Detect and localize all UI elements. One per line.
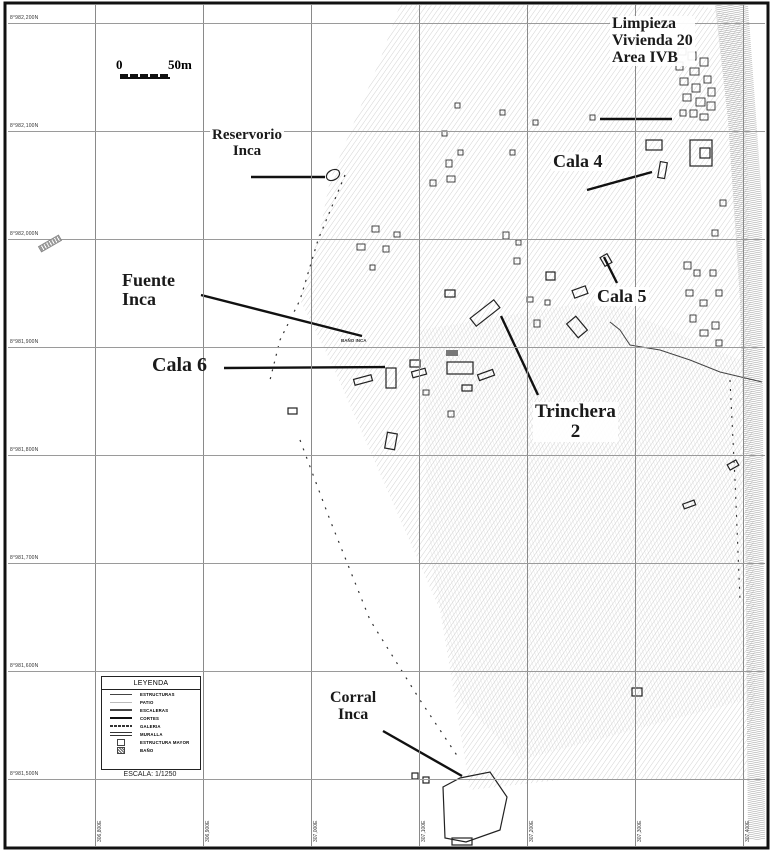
grid-line-northing — [8, 23, 765, 24]
scale-start: 0 — [116, 57, 123, 72]
northing-label: 8°982,000N — [10, 231, 39, 237]
easting-label: 307,300E — [637, 820, 643, 842]
grid-line-easting — [527, 5, 528, 846]
scale-text: ESCALA: 1/1250 — [123, 771, 177, 778]
grid-line-easting — [419, 5, 420, 846]
box-symbol-icon — [102, 738, 140, 746]
easting-label: 307,100E — [421, 820, 427, 842]
easting-label: 307,000E — [313, 820, 319, 842]
double-line-symbol-icon — [102, 732, 140, 736]
callout-line: Fuente — [122, 270, 175, 290]
grid-line-easting — [743, 5, 744, 846]
grid-line-northing — [8, 455, 765, 456]
grid-line-northing — [8, 131, 765, 132]
easting-label: 307,400E — [745, 820, 751, 842]
legend-item: ESTRUCTURA MAYOR — [102, 738, 200, 746]
callout-cala-6: Cala 6 — [152, 354, 207, 376]
line-symbol-icon — [102, 717, 140, 719]
legend-label: ESCALERAS — [140, 707, 169, 713]
northing-label: 8°981,800N — [10, 447, 39, 453]
easting-label: 307,200E — [529, 820, 535, 842]
line-symbol-icon — [102, 709, 140, 711]
easting-label: 306,900E — [205, 820, 211, 842]
legend-item: ESCALERAS — [102, 706, 200, 714]
grid-line-northing — [8, 671, 765, 672]
legend-label: PATIO — [140, 699, 154, 705]
callout-line: Limpieza — [612, 15, 676, 32]
hatch-box-symbol-icon — [102, 746, 140, 754]
bano-inca-label: BAÑO INCA — [341, 338, 367, 343]
grid-line-easting — [635, 5, 636, 846]
callout-line: 2 — [570, 420, 581, 442]
legend-item: BAÑO — [102, 746, 200, 754]
easting-label: 306,800E — [97, 820, 103, 842]
grid-line-northing — [8, 347, 765, 348]
grid-line-easting — [311, 5, 312, 846]
callout-trinchera-2: Trinchera 2 — [533, 402, 618, 442]
legend-box: LEYENDA ESTRUCTURAS PATIO ESCALERAS CORT… — [101, 676, 201, 770]
northing-label: 8°981,500N — [10, 771, 39, 777]
callout-line: Inca — [337, 705, 369, 723]
legend-item: MURALLA — [102, 730, 200, 738]
grid-line-easting — [95, 5, 96, 846]
legend-item: CORTES — [102, 714, 200, 722]
legend-item: PATIO — [102, 698, 200, 706]
callout-limpieza-vivienda-20: Limpieza Vivienda 20 Area IVB — [610, 15, 695, 67]
callout-line: Corral — [330, 689, 377, 706]
legend-title: LEYENDA — [102, 677, 200, 690]
callout-line: Reservorio — [212, 127, 282, 143]
callout-line: Vivienda 20 — [612, 31, 693, 49]
dashed-line-symbol-icon — [102, 725, 140, 727]
legend-label: BAÑO — [140, 747, 154, 753]
legend-label: MURALLA — [140, 731, 163, 737]
callout-line: Inca — [122, 288, 157, 309]
callout-fuente-inca: Fuente Inca — [120, 271, 177, 309]
grid-line-northing — [8, 779, 765, 780]
callout-cala-4: Cala 4 — [551, 151, 605, 171]
northing-label: 8°982,100N — [10, 123, 39, 129]
grid-line-northing — [8, 239, 765, 240]
callout-cala-5: Cala 5 — [595, 286, 649, 306]
line-symbol-icon — [102, 701, 140, 703]
legend-label: ESTRUCTURA MAYOR — [140, 739, 190, 745]
callout-corral-inca: Corral Inca — [328, 689, 378, 724]
legend-label: CORTES — [140, 715, 160, 721]
callout-line: Area IVB — [612, 48, 678, 66]
legend-label: GALERIA — [140, 723, 161, 729]
callout-line: Trinchera — [535, 401, 616, 422]
scale-end: 50m — [168, 57, 192, 72]
northing-label: 8°981,900N — [10, 339, 39, 345]
grid-line-easting — [203, 5, 204, 846]
northing-label: 8°981,600N — [10, 663, 39, 669]
line-symbol-icon — [102, 693, 140, 695]
scale-bar-graphic — [120, 74, 170, 79]
callout-line: Inca — [232, 142, 262, 159]
northing-label: 8°981,700N — [10, 555, 39, 561]
grid-line-northing — [8, 563, 765, 564]
legend-item: GALERIA — [102, 722, 200, 730]
legend-label: ESTRUCTURAS — [140, 691, 175, 697]
callout-reservorio-inca: Reservorio Inca — [210, 127, 284, 160]
northing-label: 8°982,200N — [10, 15, 39, 21]
legend-item: ESTRUCTURAS — [102, 690, 200, 698]
